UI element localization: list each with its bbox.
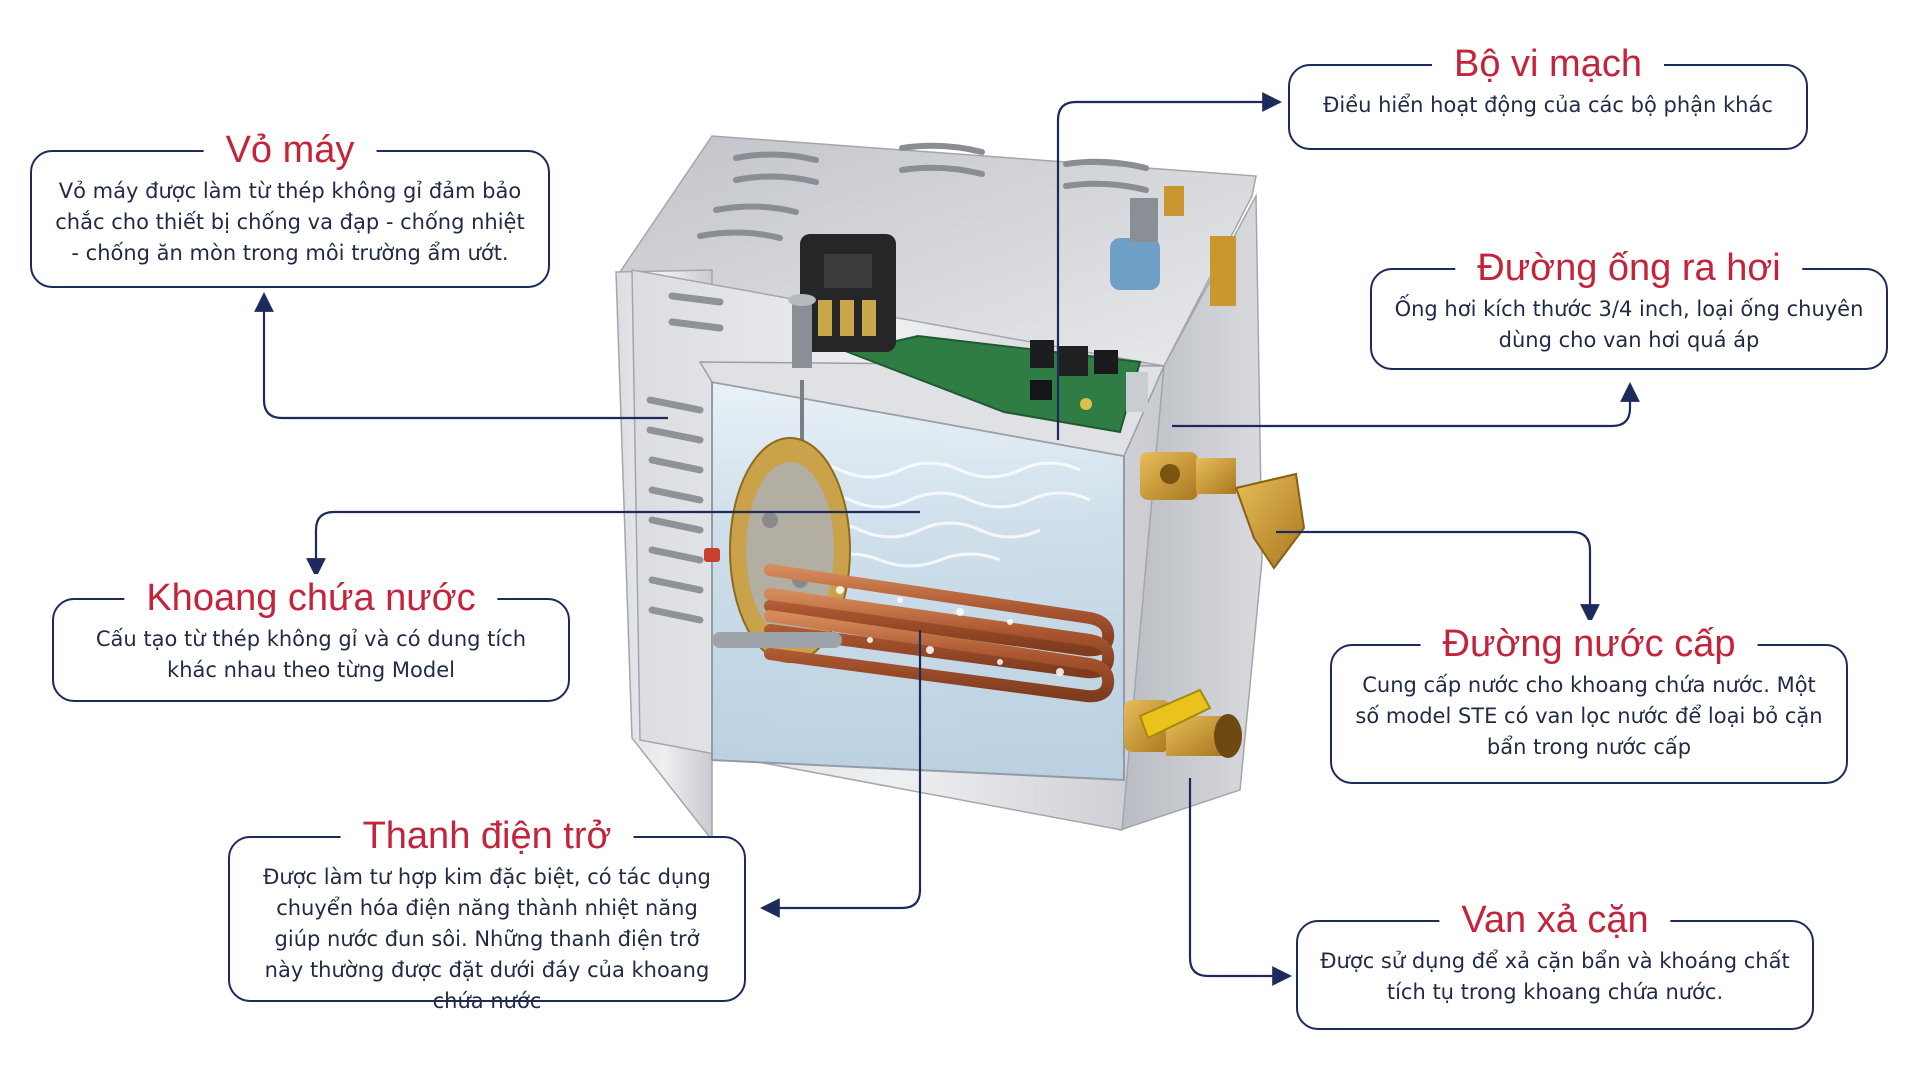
callout-bo-vi-mach: Bộ vi mạch Điều hiển hoạt động của các b… (1288, 40, 1808, 150)
callout-title-khoang-chua-nuoc: Khoang chứa nước (124, 574, 498, 622)
callout-duong-nuoc-cap: Đường nước cấp Cung cấp nước cho khoang … (1330, 620, 1848, 784)
heating-coil (764, 564, 1115, 703)
callout-desc-vo-may: Vỏ máy được làm từ thép không gỉ đảm bảo… (55, 179, 525, 265)
callout-title-duong-nuoc-cap: Đường nước cấp (1420, 620, 1758, 668)
callout-title-bo-vi-mach: Bộ vi mạch (1432, 40, 1664, 88)
callout-title-thanh-dien-tro: Thanh điện trở (340, 812, 634, 860)
callout-khoang-chua-nuoc: Khoang chứa nước Cấu tạo từ thép không g… (52, 574, 570, 702)
callout-van-xa-can: Van xả cặn Được sử dụng để xả cặn bẩn và… (1296, 896, 1814, 1030)
contactor (800, 234, 896, 352)
callout-title-vo-may: Vỏ máy (203, 126, 377, 174)
callout-desc-thanh-dien-tro: Được làm tư hợp kim đặc biệt, có tác dụn… (263, 865, 711, 1013)
callout-desc-duong-ong-ra-hoi: Ống hơi kích thước 3/4 inch, loại ống ch… (1394, 297, 1864, 352)
drain-valve (1124, 688, 1242, 758)
red-indicator (704, 548, 720, 562)
callout-duong-ong-ra-hoi: Đường ống ra hơi Ống hơi kích thước 3/4 … (1370, 244, 1888, 370)
level-sensor (788, 294, 816, 470)
callout-desc-bo-vi-mach: Điều hiển hoạt động của các bộ phận khác (1323, 93, 1773, 117)
drain-probe (712, 632, 842, 648)
callout-thanh-dien-tro: Thanh điện trở Được làm tư hợp kim đặc b… (228, 812, 746, 1013)
callout-desc-van-xa-can: Được sử dụng để xả cặn bẩn và khoáng chấ… (1320, 949, 1790, 1004)
callout-desc-khoang-chua-nuoc: Cấu tạo từ thép không gỉ và có dung tích… (95, 627, 527, 682)
callout-title-duong-ong-ra-hoi: Đường ống ra hơi (1455, 244, 1803, 292)
callout-title-van-xa-can: Van xả cặn (1439, 896, 1671, 944)
callout-desc-duong-nuoc-cap: Cung cấp nước cho khoang chứa nước. Một … (1355, 673, 1823, 759)
callout-vo-may: Vỏ máy Vỏ máy được làm từ thép không gỉ … (30, 126, 550, 288)
